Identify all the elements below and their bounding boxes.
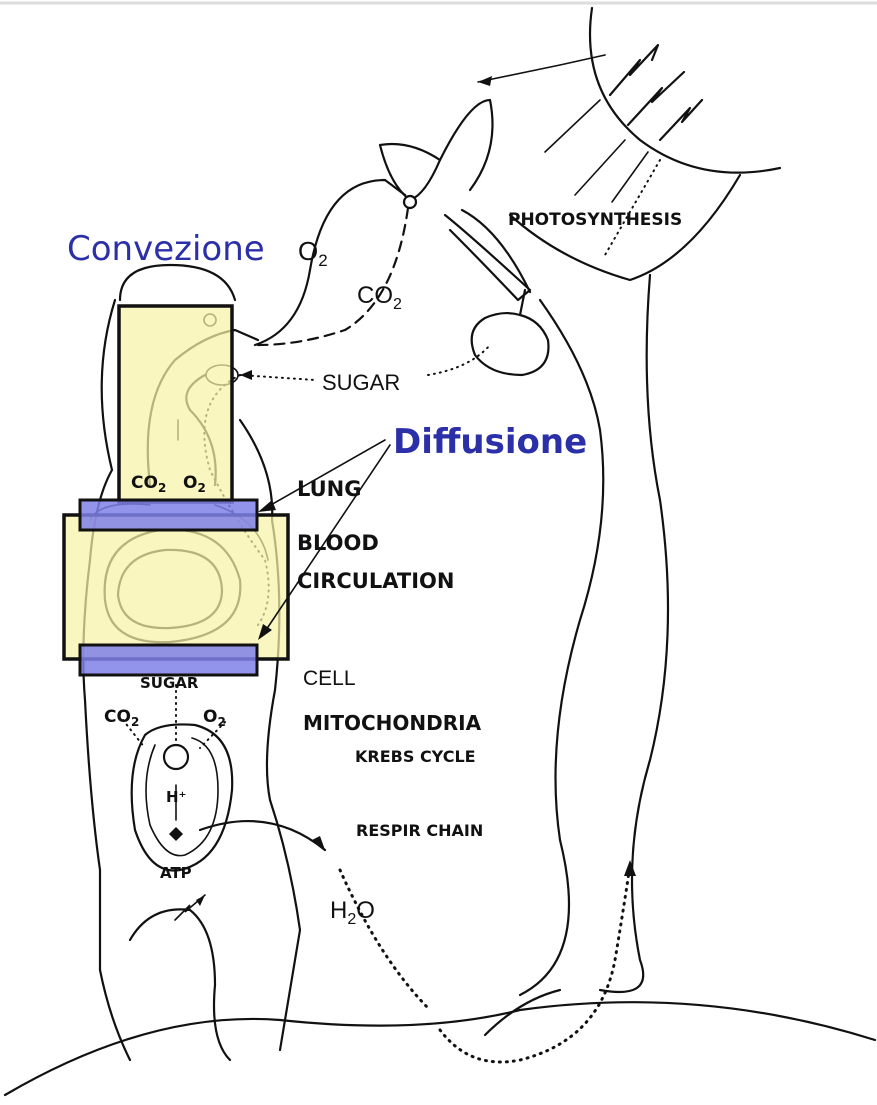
co2-mid-label: CO2 bbox=[357, 282, 402, 313]
diffusion-band-lung bbox=[80, 500, 257, 530]
h-plus-label: H⁺ bbox=[166, 788, 186, 806]
blood-label: BLOOD bbox=[297, 531, 379, 555]
cell-o2-label: O2 bbox=[203, 707, 226, 729]
water-path bbox=[200, 821, 636, 1062]
tree bbox=[380, 100, 740, 1035]
circulation-label: CIRCULATION bbox=[297, 569, 454, 593]
convection-box-circulation bbox=[64, 515, 288, 659]
diffusion-band-cell bbox=[80, 645, 257, 675]
ground-line bbox=[5, 1002, 875, 1095]
mitochondria-label: MITOCHONDRIA bbox=[303, 711, 482, 735]
o2-top-label: O2 bbox=[298, 236, 328, 270]
respir-chain-label: RESPIR CHAIN bbox=[356, 821, 483, 840]
co2-path bbox=[258, 208, 408, 345]
atp-label: ATP bbox=[160, 864, 192, 882]
cell-co2-label: CO2 bbox=[104, 707, 139, 729]
h2o-label: H2O bbox=[330, 897, 375, 928]
diffusion-annotation: Diffusione bbox=[393, 422, 587, 462]
lung-label: LUNG bbox=[297, 477, 362, 501]
convection-annotation: Convezione bbox=[67, 229, 265, 269]
photosynthesis-label: PHOTOSYNTHESIS bbox=[508, 210, 682, 230]
sugar-label: SUGAR bbox=[322, 370, 400, 395]
cell-sugar-label: SUGAR bbox=[140, 674, 199, 692]
cell-label: CELL bbox=[303, 667, 356, 690]
o2-path bbox=[255, 180, 405, 345]
krebs-cycle-label: KREBS CYCLE bbox=[355, 747, 476, 766]
